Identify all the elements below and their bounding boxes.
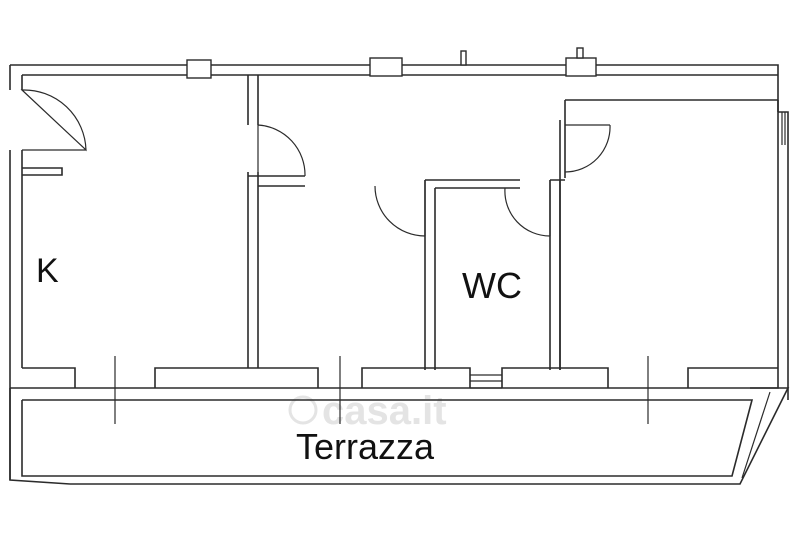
right-room-wall bbox=[559, 120, 566, 370]
right-window bbox=[781, 112, 786, 145]
left-wall bbox=[9, 65, 23, 480]
right-room-door-icon bbox=[564, 124, 611, 173]
room-label-kitchen: K bbox=[36, 252, 59, 290]
window-box-3 bbox=[565, 57, 597, 77]
vent-box-2 bbox=[576, 47, 584, 59]
interior-walls bbox=[22, 75, 566, 370]
watermark-text: casa.it bbox=[322, 389, 447, 433]
corridor-wall bbox=[248, 175, 565, 189]
terrace-railing bbox=[741, 391, 771, 479]
wall-openings bbox=[186, 47, 597, 79]
watermark-logo-icon bbox=[288, 395, 318, 425]
wc-partition-left bbox=[424, 180, 436, 370]
vent-box-1 bbox=[460, 50, 467, 66]
kitchen-door-icon bbox=[257, 124, 306, 177]
terrace-outline bbox=[9, 387, 790, 485]
wc-window bbox=[470, 374, 502, 389]
window-box-1 bbox=[186, 59, 212, 79]
right-wall bbox=[564, 99, 789, 400]
window-box-2 bbox=[369, 57, 403, 77]
watermark: casa.it bbox=[288, 389, 447, 433]
kitchen-partition bbox=[247, 75, 259, 368]
front-door-jambs bbox=[114, 356, 649, 424]
bedroom-door-icon bbox=[374, 180, 426, 237]
kitchen-stub bbox=[22, 167, 63, 176]
wc-door-icon bbox=[504, 180, 551, 237]
wc-partition-right bbox=[549, 180, 561, 370]
terrace bbox=[9, 387, 790, 485]
room-label-terrace: Terrazza bbox=[296, 426, 435, 467]
front-wall-segments bbox=[22, 367, 778, 388]
doors bbox=[20, 89, 611, 237]
room-label-wc: WC bbox=[462, 265, 522, 306]
entrance-door-icon bbox=[20, 89, 87, 152]
front-wall bbox=[22, 356, 778, 424]
